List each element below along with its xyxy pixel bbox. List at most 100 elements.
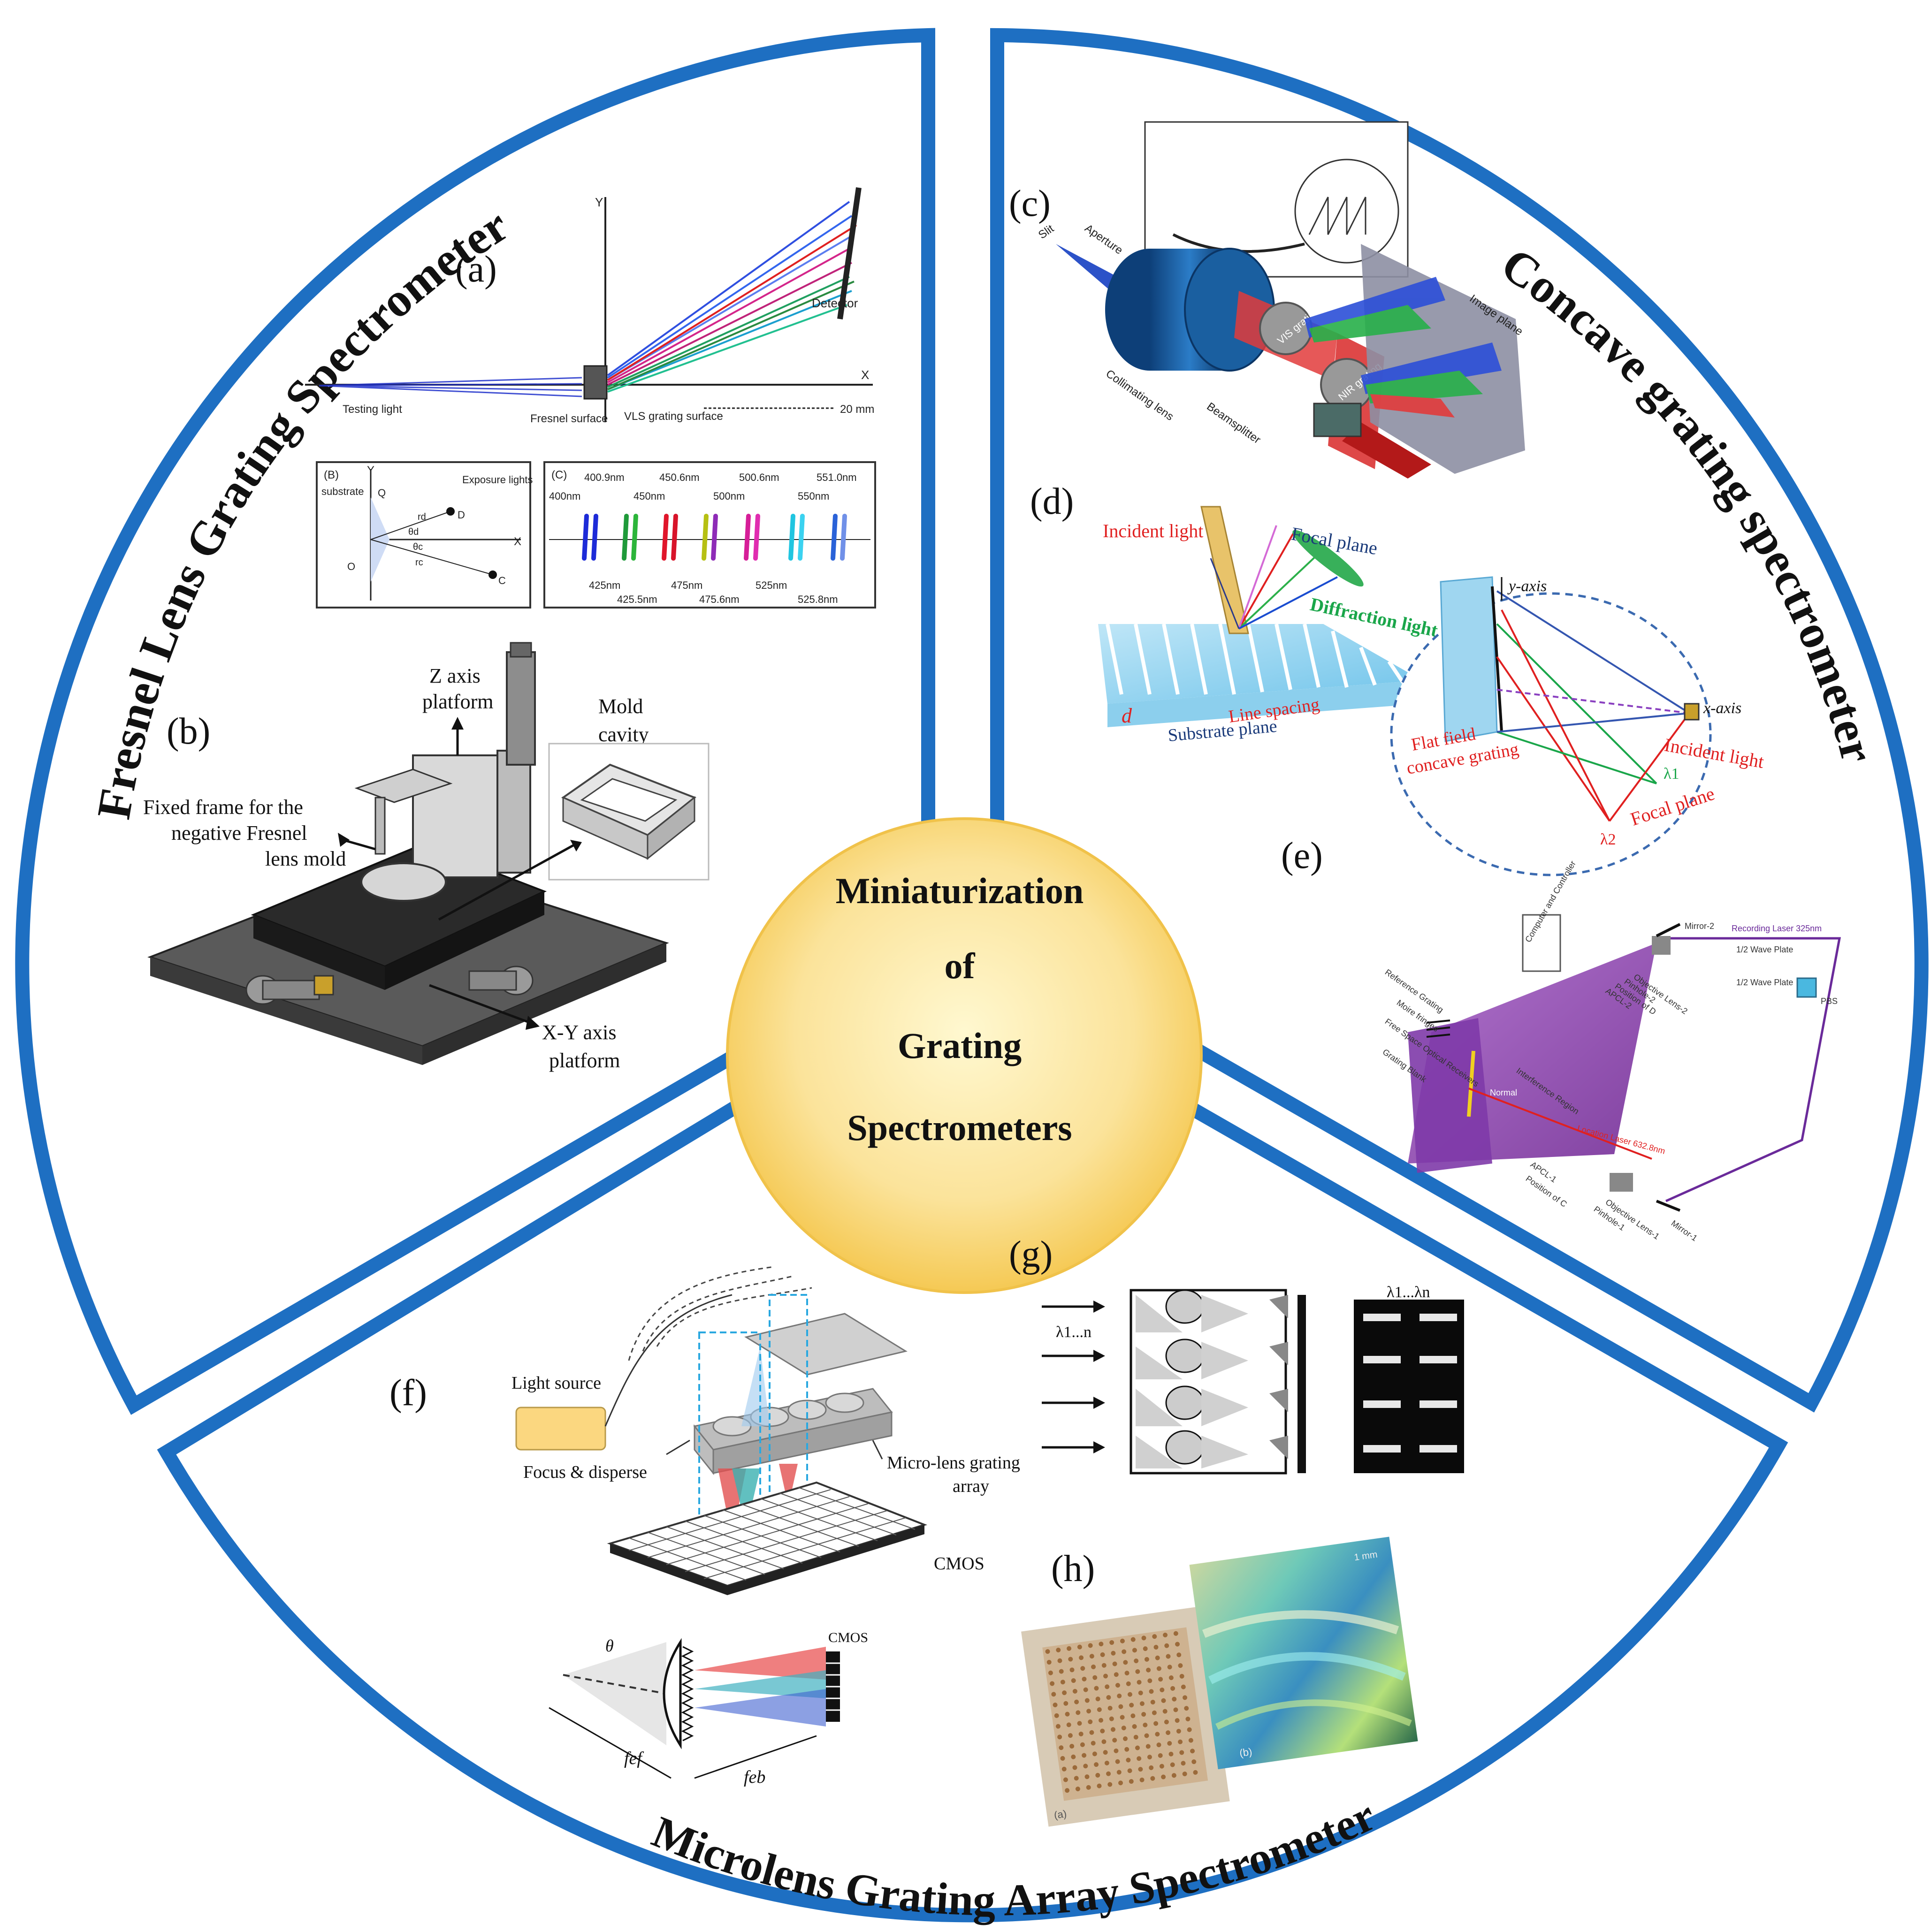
incident-beam (319, 377, 582, 397)
lens-dot (1089, 1654, 1094, 1659)
lens-dot (1133, 1734, 1138, 1740)
inset-c-bottom-6: 525.8nm (798, 593, 838, 605)
axis-x-label: X (861, 368, 869, 382)
lens-dot (1130, 1637, 1136, 1642)
lens-dot (1178, 1663, 1183, 1668)
input-plate (744, 1313, 908, 1376)
lens-dot (1160, 1688, 1165, 1693)
inset-b-x: X (514, 535, 521, 548)
inset-b-thd: θd (408, 527, 419, 537)
dispersed-fans-c (1305, 277, 1502, 418)
lens-dot (1185, 1716, 1191, 1721)
detector-bar (837, 187, 862, 319)
pbs-cube (1796, 977, 1817, 998)
spectral-spots (582, 514, 847, 561)
lens-dot (1065, 1788, 1070, 1793)
fresnel-mold-holder (360, 862, 447, 902)
microlens-sector-frame (157, 1025, 1788, 1923)
lens-dot (1077, 1721, 1082, 1726)
lens-dispersion-schematic (549, 1638, 840, 1779)
lens-dot (1130, 1713, 1136, 1719)
lens-dot (1112, 1738, 1117, 1743)
lens-dot (1088, 1643, 1093, 1648)
vls-surface-label: VLS grating surface (624, 410, 723, 423)
lens-dot (1059, 1745, 1064, 1750)
lens-dot (1193, 1770, 1198, 1775)
incident-light-cylinder (1200, 506, 1249, 634)
lens-dot (1118, 1780, 1123, 1786)
lens-dot (1161, 1698, 1166, 1703)
testing-light-label: Testing light (343, 403, 402, 416)
lens-dot (1179, 1750, 1184, 1755)
lens-dot (1175, 1642, 1180, 1647)
inset-b-rd: rd (418, 512, 426, 522)
lens-dot (1063, 1777, 1068, 1782)
lens-dot (1168, 1751, 1174, 1757)
aperture-label: Aperture (1083, 222, 1125, 257)
fresnel-surface-label: Fresnel surface (530, 412, 608, 425)
inset-b-d: D (458, 509, 465, 521)
lens-dot (1149, 1689, 1154, 1694)
lens-dot (1156, 1666, 1161, 1671)
lens-dot (1144, 1657, 1149, 1662)
lens-dot (1088, 1719, 1093, 1725)
cmos-grid (607, 1481, 928, 1595)
lens-dot (1181, 1761, 1186, 1766)
lens-array-cells (1136, 1289, 1288, 1468)
lens-dot (1084, 1698, 1090, 1703)
lens-dot (1100, 1728, 1105, 1734)
lens-dot (1145, 1744, 1151, 1749)
lens-dot (1054, 1713, 1059, 1718)
inset-c-tag: (C) (551, 469, 567, 481)
lens-dot (1072, 1765, 1077, 1770)
lens-dot (1057, 1734, 1062, 1740)
lens-dot (1048, 1670, 1053, 1675)
lens-dot (1183, 1695, 1188, 1700)
lens-dot (1079, 1655, 1084, 1660)
inset-c-row2-4: 550nm (798, 490, 829, 502)
inset-b-rc: rc (415, 557, 423, 568)
lens-dot (1078, 1731, 1084, 1736)
lens-dot (1159, 1764, 1164, 1769)
lens-dot (1050, 1681, 1055, 1686)
lens-dot (1158, 1677, 1163, 1682)
z-axis-label-1: Z axis (429, 664, 481, 687)
lens-dot (1143, 1646, 1148, 1651)
light-source-box (515, 1407, 606, 1451)
fiber-lines (628, 1266, 812, 1361)
lens-dot (1104, 1760, 1109, 1765)
lens-dot (1147, 1678, 1152, 1683)
e-pbs-label: PBS (1821, 996, 1838, 1006)
lens-dot (1152, 1710, 1157, 1715)
e-wave2-label: 1/2 Wave Plate (1736, 978, 1793, 987)
lens-dot (1143, 1722, 1148, 1727)
lens-dot (1118, 1704, 1123, 1709)
panel-e: (e) Computer and Controller Mirror-2 Rec… (1281, 835, 1841, 1243)
lens-dot (1060, 1680, 1065, 1685)
lens-dot (1138, 1767, 1143, 1772)
center-circle: Miniaturization of Grating Spectrometers (726, 817, 1203, 1294)
lens-dot (1152, 1634, 1157, 1639)
lens-dot (1120, 1638, 1125, 1643)
inset-b-c: C (498, 575, 506, 586)
lens-dot (1173, 1707, 1178, 1712)
lens-dot (1164, 1643, 1169, 1648)
lens-dot (1137, 1756, 1142, 1761)
lens-dot (1184, 1706, 1189, 1711)
lens-dot (1153, 1644, 1159, 1650)
lens-dot (1141, 1711, 1146, 1717)
inset-b: (B) Y X substrate Q Exposure lights D O … (316, 461, 533, 609)
panel-e-tag: (e) (1281, 835, 1323, 876)
lens-dot (1144, 1733, 1149, 1738)
lens-dot (1105, 1684, 1110, 1689)
lens-dot (1179, 1673, 1184, 1679)
micro-lens-grating-array (693, 1388, 893, 1476)
recording-laser-path (1665, 937, 1841, 1202)
detector-label: Detector (812, 296, 858, 310)
fixed-frame-label-1: Fixed frame for the (143, 796, 303, 819)
scale-bar-label: 20 mm (840, 403, 874, 416)
lens-dot (1127, 1768, 1132, 1773)
panel-a: (a) Y X Detector Testing l (305, 187, 876, 609)
ellipse-lambda2: λ2 (1600, 831, 1616, 848)
